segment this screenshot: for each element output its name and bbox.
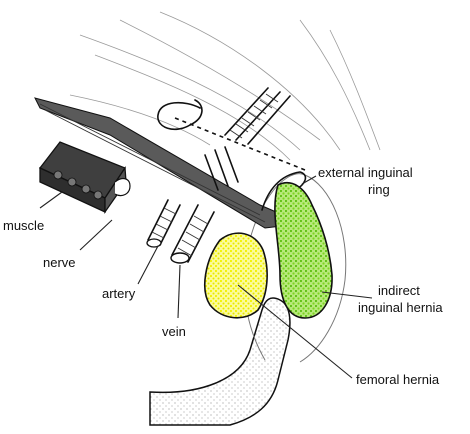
label-external-ring-1: external inguinal: [318, 165, 413, 180]
vein-leader: [178, 265, 180, 318]
label-indirect-hernia-2: inguinal hernia: [358, 300, 443, 315]
nerve-leader: [80, 220, 112, 250]
artery-coil: [147, 200, 180, 247]
label-vein: vein: [162, 324, 186, 339]
label-indirect-hernia-1: indirect: [378, 283, 420, 298]
vein-coil: [171, 205, 214, 263]
label-external-ring-2: ring: [368, 182, 390, 197]
muscle-block: [40, 142, 130, 212]
muscle-leader: [40, 192, 62, 208]
stippled-canal: [150, 298, 290, 425]
femoral-hernia-sac: [205, 233, 267, 318]
cremaster-curl: [158, 100, 202, 129]
label-nerve: nerve: [43, 255, 76, 270]
label-muscle: muscle: [3, 218, 44, 233]
artery-leader: [138, 246, 158, 284]
indirect-hernia-sac: [275, 183, 332, 318]
deep-path-dashed: [175, 118, 305, 170]
label-artery: artery: [102, 286, 136, 301]
spermatic-cord: [225, 88, 290, 144]
label-femoral-hernia: femoral hernia: [356, 372, 440, 387]
